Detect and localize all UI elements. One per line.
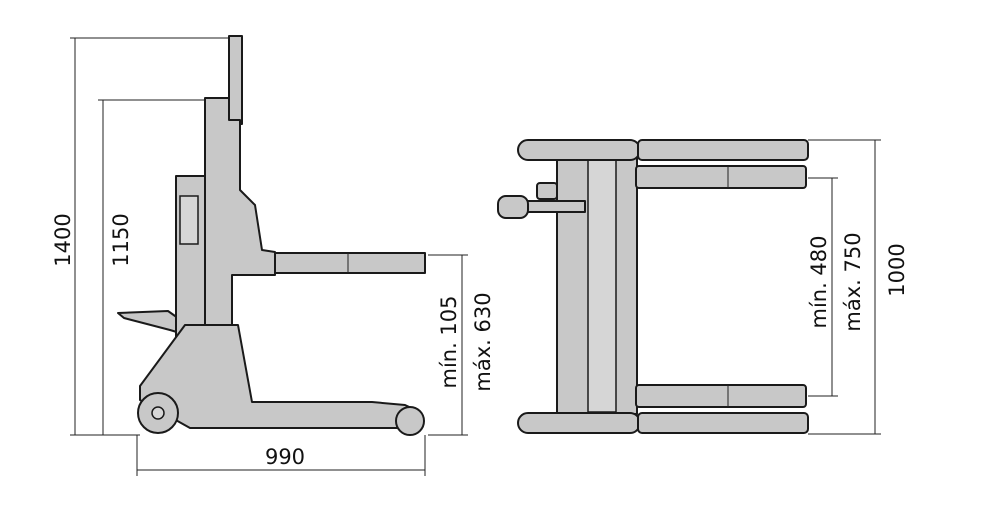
side-view: 1400 1150 990 mín. 105 máx. 630 (51, 35, 495, 476)
top-view: mín. 480 máx. 750 1000 (497, 139, 909, 435)
pedal-top (536, 182, 558, 200)
base-chassis (139, 324, 421, 429)
dimension-lines-top (808, 139, 881, 435)
inner-fork-top (635, 165, 807, 189)
dim-fork-max: máx. 630 (471, 292, 495, 391)
inner-fork-bottom (635, 384, 807, 408)
bottom-cross-bar (517, 412, 641, 434)
mast (228, 35, 243, 125)
dim-fork-min: mín. 105 (437, 295, 461, 388)
dim-spread-max: máx. 750 (841, 232, 865, 331)
dim-width: 1000 (885, 243, 909, 296)
dimension-lines-side (70, 37, 468, 476)
dim-total-height: 1400 (51, 213, 75, 266)
front-wheel (395, 406, 425, 436)
top-cross-bar (517, 139, 641, 161)
outer-fork-bottom (637, 412, 809, 434)
dim-fork-height: 1150 (109, 213, 133, 266)
fork-arm (274, 252, 426, 274)
dim-spread-min: mín. 480 (807, 235, 831, 328)
dim-length: 990 (265, 445, 305, 469)
outer-fork-top (637, 139, 809, 161)
column (204, 97, 276, 331)
handle-shaft (524, 200, 586, 213)
handle-grip (497, 195, 529, 219)
